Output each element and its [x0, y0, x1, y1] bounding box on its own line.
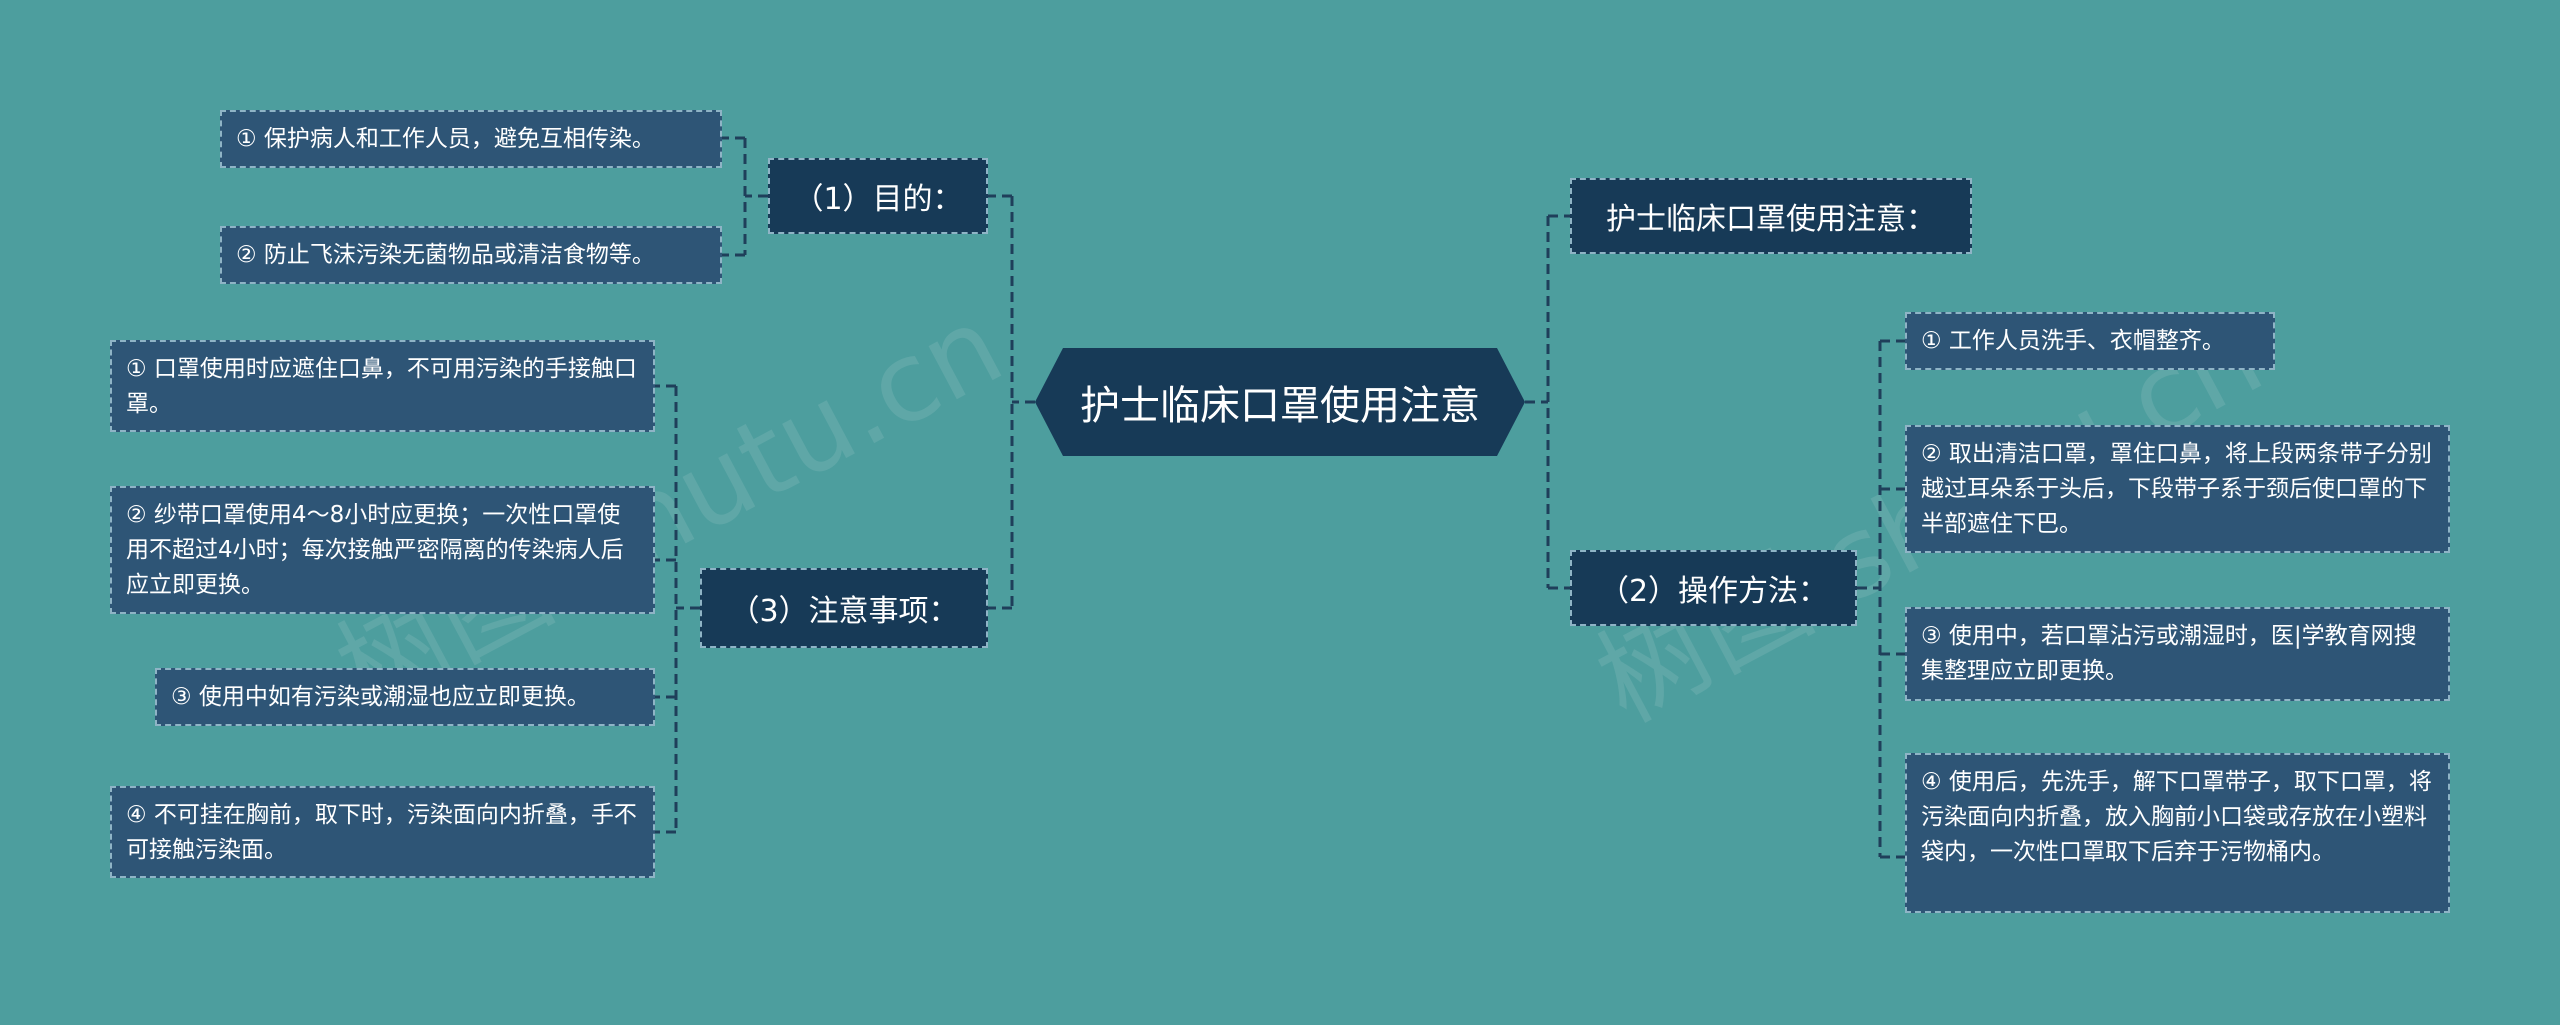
central-topic-label: 护士临床口罩使用注意: [1080, 383, 1480, 429]
central-topic[interactable]: 护士临床口罩使用注意: [1035, 348, 1525, 456]
leaf-procedure-4[interactable]: ④ 使用后，先洗手，解下口罩带子，取下口罩，将污染面向内折叠，放入胸前小口袋或存…: [1905, 753, 2450, 913]
leaf-procedure-1[interactable]: ① 工作人员洗手、衣帽整齐。: [1905, 312, 2275, 370]
leaf-purpose-2[interactable]: ② 防止飞沫污染无菌物品或清洁食物等。: [220, 226, 722, 284]
branch-precautions[interactable]: （3）注意事项：: [700, 568, 988, 648]
leaf-procedure-2[interactable]: ② 取出清洁口罩，罩住口鼻，将上段两条带子分别越过耳朵系于头后，下段带子系于颈后…: [1905, 425, 2450, 553]
leaf-text: ② 防止飞沫污染无菌物品或清洁食物等。: [236, 242, 655, 268]
leaf-precautions-4[interactable]: ④ 不可挂在胸前，取下时，污染面向内折叠，手不可接触污染面。: [110, 786, 655, 878]
branch-title-note-label: 护士临床口罩使用注意：: [1606, 202, 1936, 237]
leaf-text: ③ 使用中如有污染或潮湿也应立即更换。: [171, 684, 590, 710]
leaf-text: ④ 使用后，先洗手，解下口罩带子，取下口罩，将污染面向内折叠，放入胸前小口袋或存…: [1921, 769, 2432, 865]
leaf-purpose-1[interactable]: ① 保护病人和工作人员，避免互相传染。: [220, 110, 722, 168]
leaf-text: ① 口罩使用时应遮住口鼻，不可用污染的手接触口罩。: [126, 356, 637, 417]
leaf-text: ③ 使用中，若口罩沾污或潮湿时，医|学教育网搜集整理应立即更换。: [1921, 623, 2417, 684]
branch-procedure[interactable]: （2）操作方法：: [1570, 550, 1857, 626]
leaf-precautions-1[interactable]: ① 口罩使用时应遮住口鼻，不可用污染的手接触口罩。: [110, 340, 655, 432]
leaf-text: ② 纱带口罩使用4～8小时应更换；一次性口罩使用不超过4小时；每次接触严密隔离的…: [126, 502, 624, 598]
branch-procedure-label: （2）操作方法：: [1598, 574, 1829, 609]
leaf-precautions-2[interactable]: ② 纱带口罩使用4～8小时应更换；一次性口罩使用不超过4小时；每次接触严密隔离的…: [110, 486, 655, 614]
branch-purpose[interactable]: （1）目的：: [768, 158, 988, 234]
branch-precautions-label: （3）注意事项：: [729, 594, 959, 629]
branch-title-note[interactable]: 护士临床口罩使用注意：: [1570, 178, 1972, 254]
leaf-precautions-3[interactable]: ③ 使用中如有污染或潮湿也应立即更换。: [155, 668, 655, 726]
leaf-text: ① 工作人员洗手、衣帽整齐。: [1921, 328, 2225, 354]
branch-purpose-label: （1）目的：: [793, 182, 963, 217]
leaf-procedure-3[interactable]: ③ 使用中，若口罩沾污或潮湿时，医|学教育网搜集整理应立即更换。: [1905, 607, 2450, 701]
leaf-text: ④ 不可挂在胸前，取下时，污染面向内折叠，手不可接触污染面。: [126, 802, 637, 863]
leaf-text: ② 取出清洁口罩，罩住口鼻，将上段两条带子分别越过耳朵系于头后，下段带子系于颈后…: [1921, 441, 2432, 537]
leaf-text: ① 保护病人和工作人员，避免互相传染。: [236, 126, 655, 152]
